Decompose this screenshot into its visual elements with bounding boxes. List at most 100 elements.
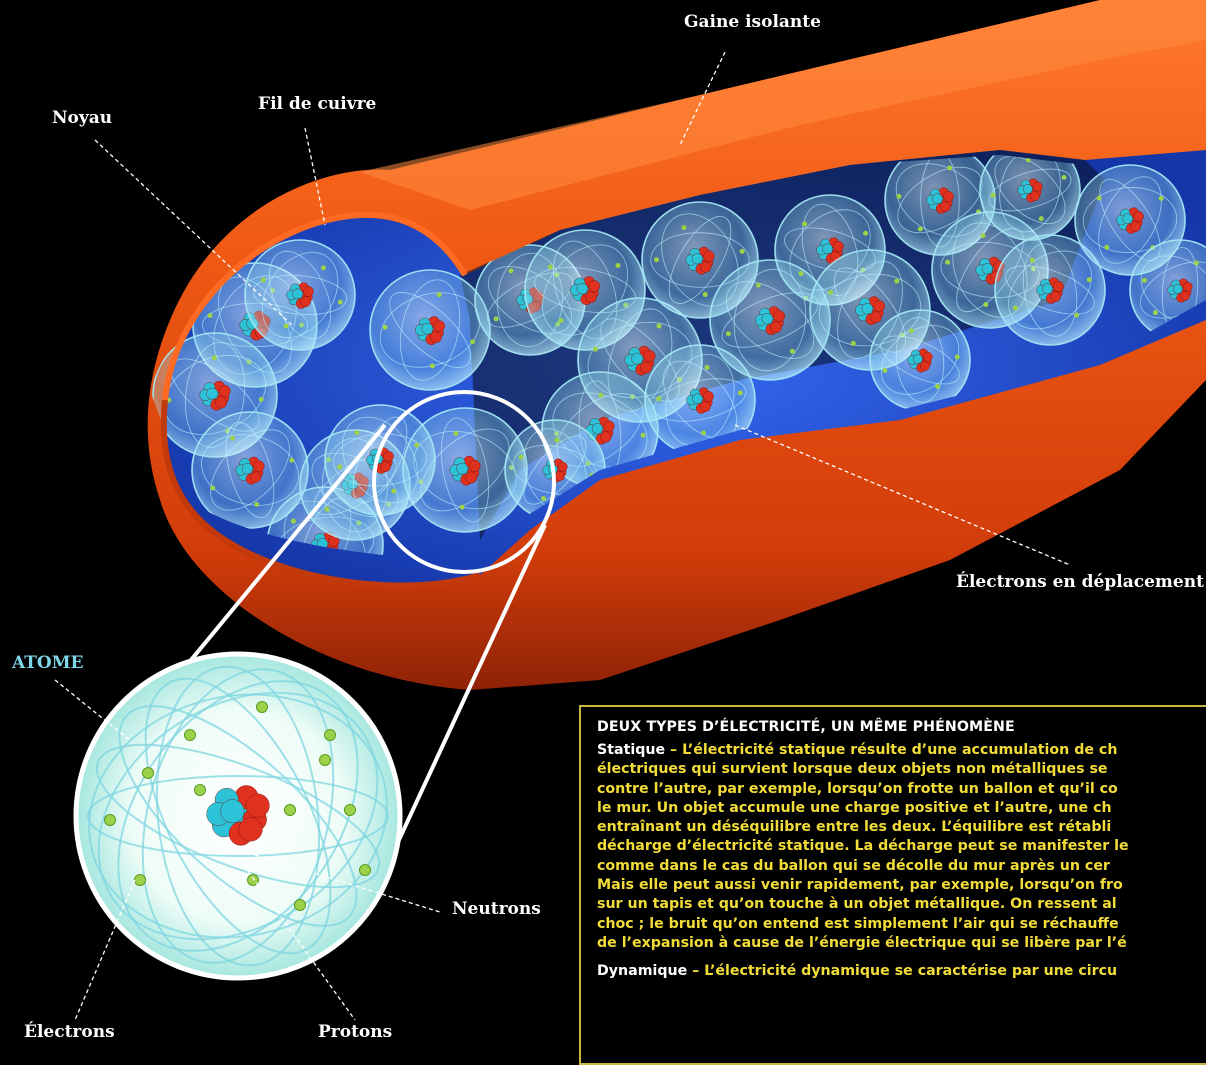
proton xyxy=(1130,222,1140,232)
electron-dot xyxy=(1039,216,1044,221)
electron-dot xyxy=(90,695,101,706)
label-protons: Protons xyxy=(318,1022,392,1042)
electron-dot xyxy=(519,455,524,460)
electron-dot xyxy=(541,496,546,501)
neutron xyxy=(221,799,245,823)
proton xyxy=(434,320,445,331)
atom xyxy=(245,238,355,352)
electron-dot xyxy=(980,233,985,238)
electron-dot xyxy=(295,900,306,911)
electron-dot xyxy=(1087,277,1092,282)
electron-dot xyxy=(955,355,960,360)
proton xyxy=(920,361,929,370)
electron-dot xyxy=(460,505,465,510)
electron-dot xyxy=(1013,305,1018,310)
electron-dot xyxy=(285,805,296,816)
electron-dot xyxy=(705,365,710,370)
statique-line: – L’électricité statique résulte d’une a… xyxy=(665,742,1117,758)
electron-dot xyxy=(701,430,706,435)
label-atome: ATOME xyxy=(12,653,84,673)
neutron xyxy=(862,303,873,314)
electron-dot xyxy=(909,328,914,333)
proton xyxy=(1180,291,1189,300)
proton xyxy=(1050,292,1060,302)
electron-dot xyxy=(210,485,215,490)
electron-dot xyxy=(212,355,217,360)
statique-line: entraînant un déséquilibre entre les deu… xyxy=(597,818,1201,837)
electron-dot xyxy=(828,290,833,295)
atom xyxy=(868,310,971,410)
atom xyxy=(325,403,435,517)
proton xyxy=(833,241,843,251)
proton xyxy=(589,280,600,291)
proton xyxy=(1030,191,1039,200)
proton xyxy=(469,460,480,471)
proton xyxy=(239,818,263,842)
neutron xyxy=(632,353,643,364)
electron-dot xyxy=(548,265,553,270)
proton xyxy=(1133,211,1143,221)
proton xyxy=(246,794,270,818)
proton xyxy=(774,310,785,321)
neutron xyxy=(1023,184,1032,193)
info-box: DEUX TYPES D’ÉLECTRICITÉ, UN MÊME PHÉNOM… xyxy=(579,705,1206,1065)
proton xyxy=(600,432,611,443)
electron-dot xyxy=(863,231,868,236)
electron-dot xyxy=(657,324,662,329)
electron-dot xyxy=(851,341,856,346)
term-dynamique: Dynamique xyxy=(597,963,687,979)
electron-dot xyxy=(894,279,899,284)
proton xyxy=(1183,282,1192,291)
electron-dot xyxy=(1104,245,1109,250)
electron-dot xyxy=(321,265,326,270)
proton xyxy=(703,391,713,401)
electron-dot xyxy=(254,502,259,507)
electron-dot xyxy=(1142,278,1147,283)
proton xyxy=(770,322,781,333)
statique-line: décharge d’électricité statique. La déch… xyxy=(597,837,1201,856)
proton xyxy=(940,202,950,212)
proton xyxy=(700,402,710,412)
statique-line: contre l’autre, par exemple, lorsqu’on f… xyxy=(597,780,1201,799)
atom-closeup xyxy=(52,636,423,996)
electron-dot xyxy=(453,431,458,436)
electron-dot xyxy=(681,225,686,230)
electron-dot xyxy=(289,458,294,463)
label-electrons: Électrons xyxy=(24,1022,115,1042)
neutron xyxy=(242,463,253,474)
neutron xyxy=(1173,284,1182,293)
electron-dot xyxy=(740,249,745,254)
statique-line: le mur. Un objet accumule une charge pos… xyxy=(597,799,1201,818)
proton xyxy=(640,362,651,373)
electron-dot xyxy=(337,464,342,469)
info-box-title: DEUX TYPES D’ÉLECTRICITÉ, UN MÊME PHÉNOM… xyxy=(597,719,1201,735)
electron-dot xyxy=(790,349,795,354)
electron-dot xyxy=(756,283,761,288)
electron-dot xyxy=(654,257,659,262)
electron-dot xyxy=(882,368,887,373)
electron-dot xyxy=(354,430,359,435)
electron-dot xyxy=(558,318,563,323)
label-gaine-isolante: Gaine isolante xyxy=(684,12,821,32)
statique-line: de l’expansion à cause de l’énergie élec… xyxy=(597,934,1201,953)
electron-dot xyxy=(802,221,807,226)
statique-line: comme dans le cas du ballon qui se décol… xyxy=(597,857,1201,876)
electron-dot xyxy=(345,805,356,816)
neutron xyxy=(913,354,922,363)
electron-dot xyxy=(1153,310,1158,315)
electron-dot xyxy=(143,768,154,779)
proton xyxy=(465,472,476,483)
electron-dot xyxy=(703,292,708,297)
proton xyxy=(604,421,615,432)
electron-dot xyxy=(261,277,266,282)
proton xyxy=(870,312,881,323)
statique-line: choc ; le bruit qu’on entend est simplem… xyxy=(597,915,1201,934)
electron-dot xyxy=(325,730,336,741)
label-fil-de-cuivre: Fil de cuivre xyxy=(258,94,376,114)
electron-dot xyxy=(935,384,940,389)
electron-dot xyxy=(105,815,116,826)
electron-dot xyxy=(598,393,603,398)
neutron xyxy=(457,463,468,474)
atom xyxy=(370,270,490,390)
electron-dot xyxy=(991,193,996,198)
